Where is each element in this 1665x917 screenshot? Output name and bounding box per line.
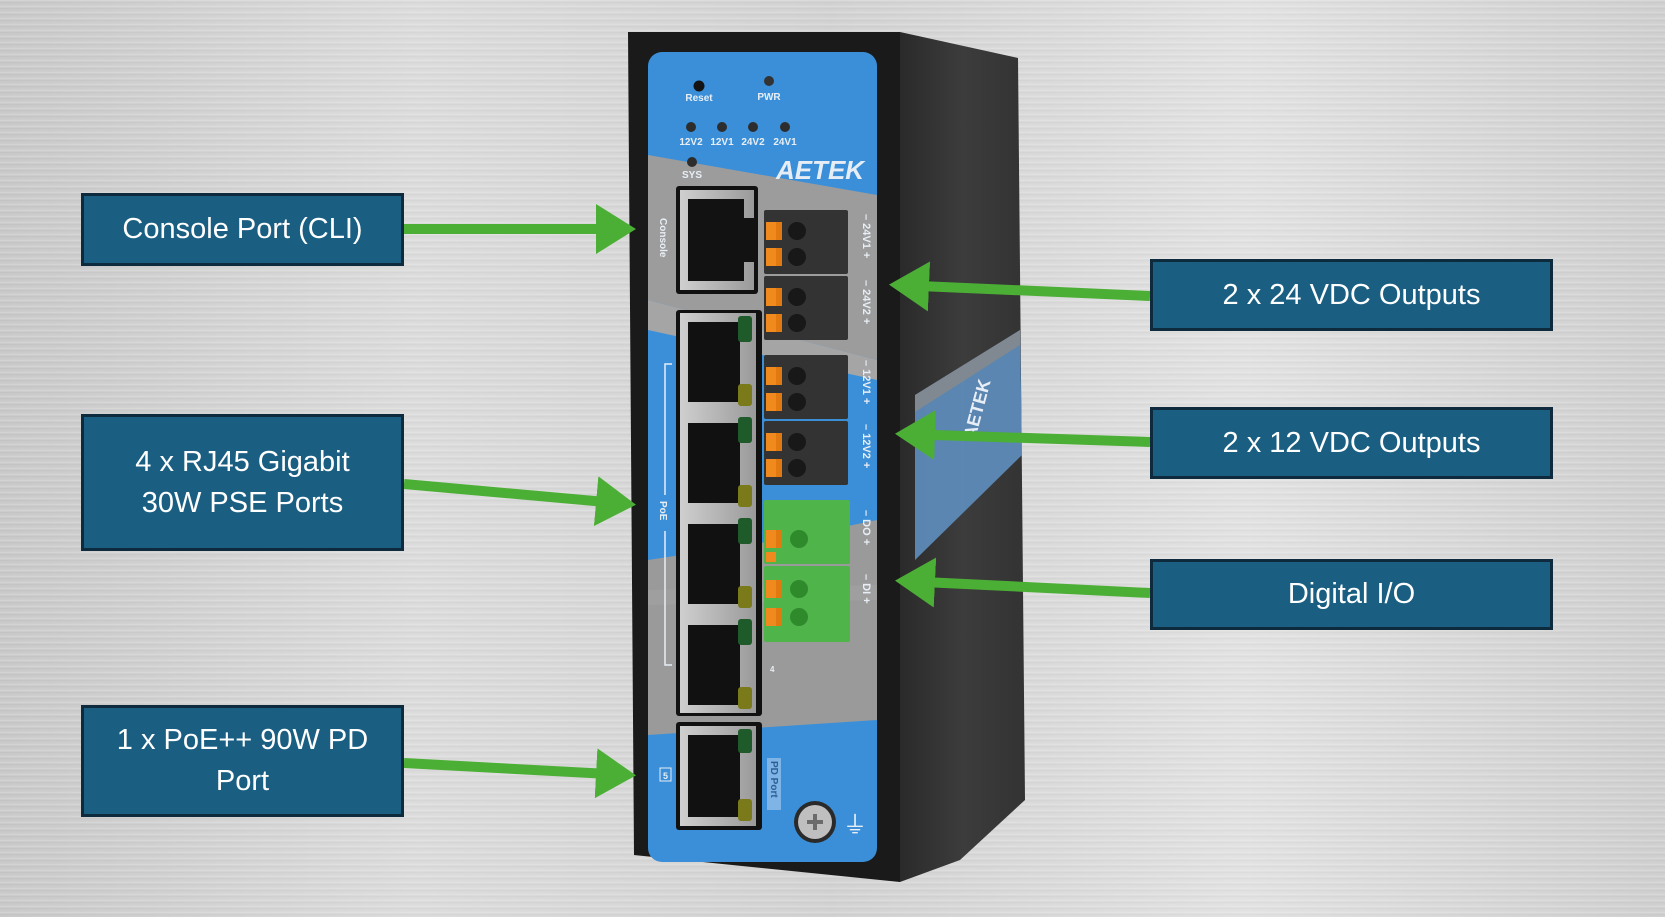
rj45-port-4 — [688, 619, 752, 709]
led-12v2-label: 12V2 — [679, 137, 703, 148]
callout-console-port-text: Console Port (CLI) — [122, 213, 363, 245]
port-5-label: 5 — [663, 771, 668, 781]
terminal-12v1 — [764, 355, 848, 419]
console-port — [676, 186, 758, 294]
terminal-di — [764, 566, 850, 642]
sys-label: SYS — [682, 170, 702, 181]
led-24v1 — [780, 122, 790, 132]
label-12v1: – 12V1 + — [860, 360, 872, 404]
rj45-port-1 — [688, 316, 752, 406]
terminal-12v2 — [764, 421, 848, 485]
label-24v1: – 24V1 + — [860, 214, 872, 258]
led-24v1-label: 24V1 — [773, 137, 797, 148]
arrow-dio — [895, 557, 1151, 608]
callout-pse-ports-text: 4 x RJ45 Gigabit 30W PSE Ports — [135, 445, 350, 519]
led-12v1-label: 12V1 — [710, 137, 734, 148]
callout-digital-io: Digital I/O — [1150, 559, 1553, 630]
port-4-label: 4 — [770, 665, 775, 674]
pwr-label: PWR — [757, 92, 781, 103]
arrow-pse — [403, 476, 636, 527]
led-24v2 — [748, 122, 758, 132]
arrow-12v — [895, 410, 1151, 461]
callout-24vdc-outputs-text: 2 x 24 VDC Outputs — [1222, 278, 1481, 311]
callout-pd-port-text: 1 x PoE++ 90W PD Port — [116, 724, 369, 797]
brand-logo: AETEK — [775, 155, 866, 185]
label-24v2: – 24V2 + — [860, 280, 872, 324]
led-24v2-label: 24V2 — [741, 137, 765, 148]
arrow-pd — [403, 748, 636, 799]
callout-pse-ports: 4 x RJ45 Gigabit 30W PSE Ports — [81, 414, 404, 551]
led-12v2 — [686, 122, 696, 132]
label-di: – DI + — [860, 574, 872, 604]
callout-console-port: Console Port (CLI) — [81, 193, 404, 266]
ground-icon: ⏚ — [843, 811, 867, 839]
callout-12vdc-outputs-text: 2 x 12 VDC Outputs — [1222, 426, 1481, 459]
led-12v1 — [717, 122, 727, 132]
pd-port — [676, 722, 762, 830]
pd-port-label: PD Port — [768, 761, 779, 798]
rj45-port-2 — [688, 417, 752, 507]
rj45-port-3 — [688, 518, 752, 608]
console-label: Console — [657, 218, 668, 258]
reset-button — [693, 80, 705, 92]
label-do: – DO + — [860, 510, 872, 545]
reset-label: Reset — [685, 93, 713, 104]
pse-ports — [676, 310, 762, 716]
callout-24vdc-outputs: 2 x 24 VDC Outputs — [1150, 259, 1553, 331]
callout-12vdc-outputs: 2 x 12 VDC Outputs — [1150, 407, 1553, 479]
callout-pd-port: 1 x PoE++ 90W PD Port — [81, 705, 404, 817]
label-12v2: – 12V2 + — [860, 424, 872, 468]
terminal-do — [764, 500, 850, 564]
arrow-24v — [889, 261, 1151, 312]
callout-digital-io-text: Digital I/O — [1287, 578, 1416, 610]
pwr-led — [764, 76, 774, 86]
poe-label: PoE — [657, 501, 668, 521]
ground-screw — [794, 801, 836, 843]
terminal-24v2 — [764, 276, 848, 340]
terminal-24v1 — [764, 210, 848, 274]
sys-led — [687, 157, 697, 167]
